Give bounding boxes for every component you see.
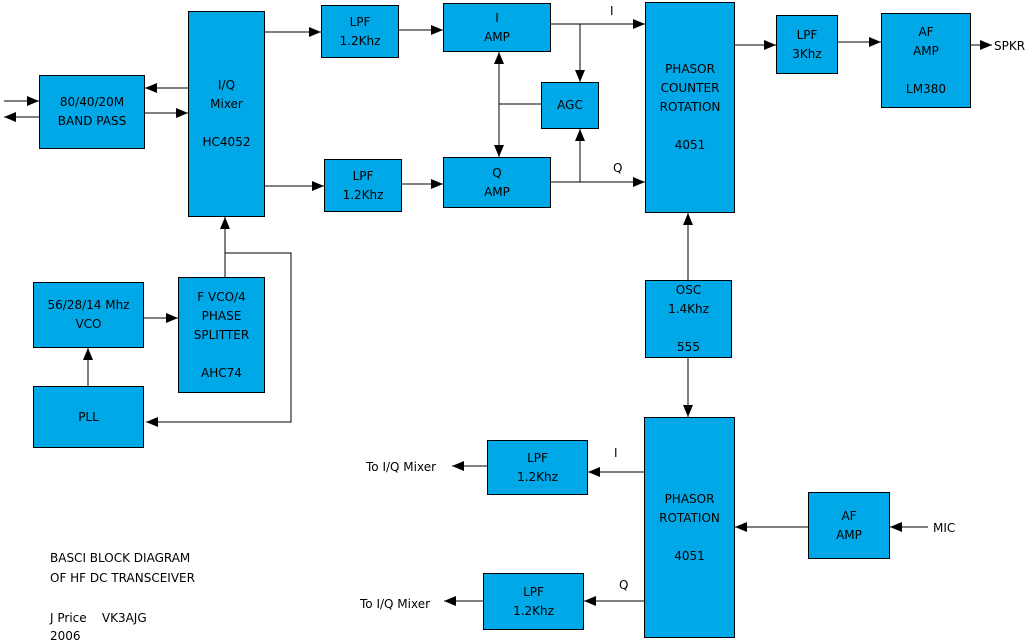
caption-author: J Price VK3AJG (50, 611, 147, 625)
to-mixer-i-label: To I/Q Mixer (366, 460, 437, 474)
feedback-to-pll-arrow (146, 252, 292, 427)
agc-block: AGC (541, 82, 599, 129)
caption-title: BASCI BLOCK DIAGRAM (50, 551, 191, 565)
to-mixer-q-label: To I/Q Mixer (360, 597, 431, 611)
caption-subtitle: OF HF DC TRANSCEIVER (50, 571, 195, 585)
mic-label: MIC (933, 521, 956, 535)
q-signal-label: Q (613, 161, 623, 175)
caption-year: 2006 (50, 629, 81, 643)
i-tx-label: I (614, 446, 618, 460)
pll-block: PLL (33, 386, 144, 448)
spkr-label: SPKR (994, 39, 1026, 53)
i-signal-label: I (610, 4, 614, 18)
q-tx-label: Q (619, 578, 629, 592)
